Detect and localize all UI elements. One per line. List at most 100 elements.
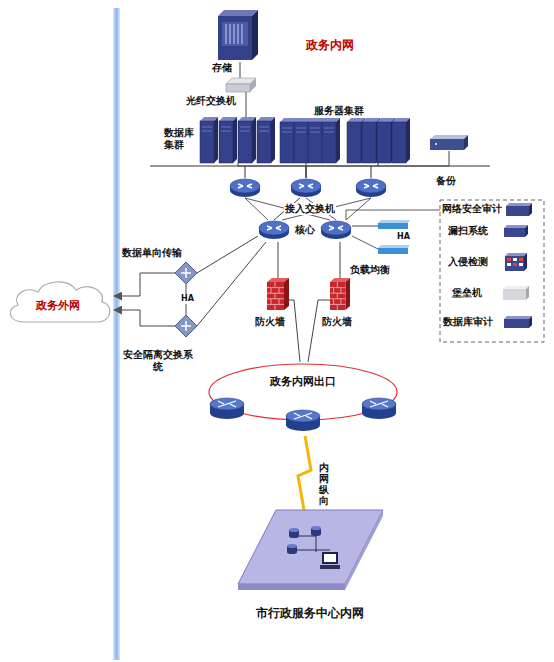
exit-ring-icon (205, 362, 401, 436)
city-network-icon-part (322, 552, 338, 564)
connector (352, 226, 378, 227)
server-cluster-icon-part (322, 122, 336, 163)
connector (114, 310, 175, 326)
ids-device-icon (505, 253, 527, 271)
access-switch: 接入交换机 (290, 178, 322, 198)
connector (240, 62, 241, 78)
storage-icon-part (226, 24, 242, 44)
access-switch-icon-part (299, 184, 313, 188)
exit-ring-icon-part (294, 413, 312, 419)
server-cluster-part (377, 122, 391, 163)
backup-device-icon-part (435, 143, 437, 145)
fiber-switch: 光纤交换机 (226, 78, 256, 92)
city-network-icon-part (238, 584, 345, 590)
node-label: 数据库审计 (443, 316, 493, 328)
firewall-icon (330, 278, 350, 310)
ids-device-icon-part (524, 253, 527, 271)
node-label: 接入交换机 (284, 203, 336, 215)
ids-device-icon-part (513, 263, 517, 266)
load-balancer-icon-part (378, 220, 410, 223)
load-balancer-icon-part (378, 223, 408, 229)
node-label: 核心 (295, 224, 315, 236)
database-cluster-icon-part (219, 121, 233, 163)
exit-ring-icon-part (286, 410, 320, 422)
oneway-gateway: 数据单向传输 (175, 262, 197, 284)
node-label: 政务外网 (36, 299, 80, 312)
node-label: 服务器集群 (313, 105, 365, 117)
storage: 存储 (218, 10, 258, 62)
fiber-switch-icon-part (226, 84, 250, 92)
scan-device: 漏扫系统 (504, 225, 528, 237)
database-cluster-icon-part (252, 117, 256, 163)
core-switch-icon-part-part (329, 226, 343, 230)
firewall-icon (267, 278, 289, 310)
server-cluster-icon-part (296, 128, 306, 132)
oneway-gateway-icon (175, 262, 197, 284)
db-audit-device-icon-part (529, 316, 532, 328)
connector (289, 300, 300, 362)
backup-device-icon-part (464, 135, 468, 150)
switch-icon-part (356, 179, 386, 193)
audit-link (346, 210, 440, 220)
server-cluster-icon (280, 118, 342, 163)
db-audit-device-icon-part (504, 316, 532, 319)
city-network-icon-part (311, 526, 321, 530)
database-cluster: 数据库 集群 (200, 117, 276, 163)
storage-icon-part (222, 22, 248, 46)
server-cluster-part (362, 122, 376, 163)
ids-device-icon-part (519, 263, 523, 266)
firewall: 防火墙 (330, 278, 350, 310)
firewall-icon-part (330, 282, 345, 310)
firewall: 防火墙 (267, 278, 289, 310)
ids-device: 入侵检测 (505, 253, 527, 271)
connector (298, 436, 311, 510)
connector (278, 242, 279, 278)
edge-label: 内网纵向 (318, 462, 330, 506)
connector (197, 236, 258, 273)
database-cluster-icon-part (257, 121, 271, 163)
city-network-icon-part (289, 528, 299, 532)
node-label: 防火墙 (322, 316, 352, 328)
exit-ring-icon-part (362, 398, 396, 410)
audit-device-icon-part (506, 203, 532, 206)
firewall-icon-part (267, 282, 284, 310)
bus-stubs (245, 163, 378, 178)
server-cluster-part (347, 122, 361, 163)
node-label: 安全隔离交换系 统 (120, 349, 196, 373)
isolation-gateway-icon-part (181, 321, 191, 331)
load-balancer-icon-part (378, 245, 410, 248)
ha-label: HA (397, 232, 410, 242)
edge-label: HA (180, 294, 195, 304)
city-network: 市行政服务中心内网 (238, 510, 383, 592)
isolation-gateway-icon-part (175, 315, 197, 337)
audit-device: 网络安全审计 (506, 203, 532, 216)
node-label: 防火墙 (255, 316, 285, 328)
ids-device-icon-part (505, 253, 527, 256)
node-label: 入侵检测 (448, 256, 488, 268)
firewall-icon-part (345, 278, 350, 310)
storage-icon (218, 10, 258, 62)
bastion-device-icon-part (503, 286, 529, 289)
audit-device-icon-part (529, 203, 532, 216)
server-cluster-icon-part (336, 118, 340, 163)
core-switch: 核心 (258, 220, 352, 242)
node-label: 负载均衡 (350, 264, 390, 276)
ids-device-icon-part (505, 256, 524, 271)
security-panel (440, 200, 544, 342)
database-cluster-icon-part (202, 127, 212, 131)
exit-ring: 政务内网出口 (205, 362, 401, 436)
city-network-icon-part (289, 534, 299, 538)
connector (238, 163, 306, 178)
city-network-icon-part (287, 550, 297, 554)
database-cluster-icon-part (271, 117, 275, 163)
load-balancer-icon-part (378, 248, 408, 254)
node-label: 备份 (436, 175, 456, 187)
city-network-icon-part (311, 532, 321, 536)
bastion-device-icon (503, 286, 529, 300)
oneway-gateway-icon-part (175, 262, 197, 284)
fiber-switch-icon (226, 78, 256, 92)
node-label: 漏扫系统 (448, 225, 488, 237)
switch-icon (356, 179, 386, 197)
scan-device-icon (504, 225, 528, 237)
ids-device-icon-part (519, 258, 523, 261)
